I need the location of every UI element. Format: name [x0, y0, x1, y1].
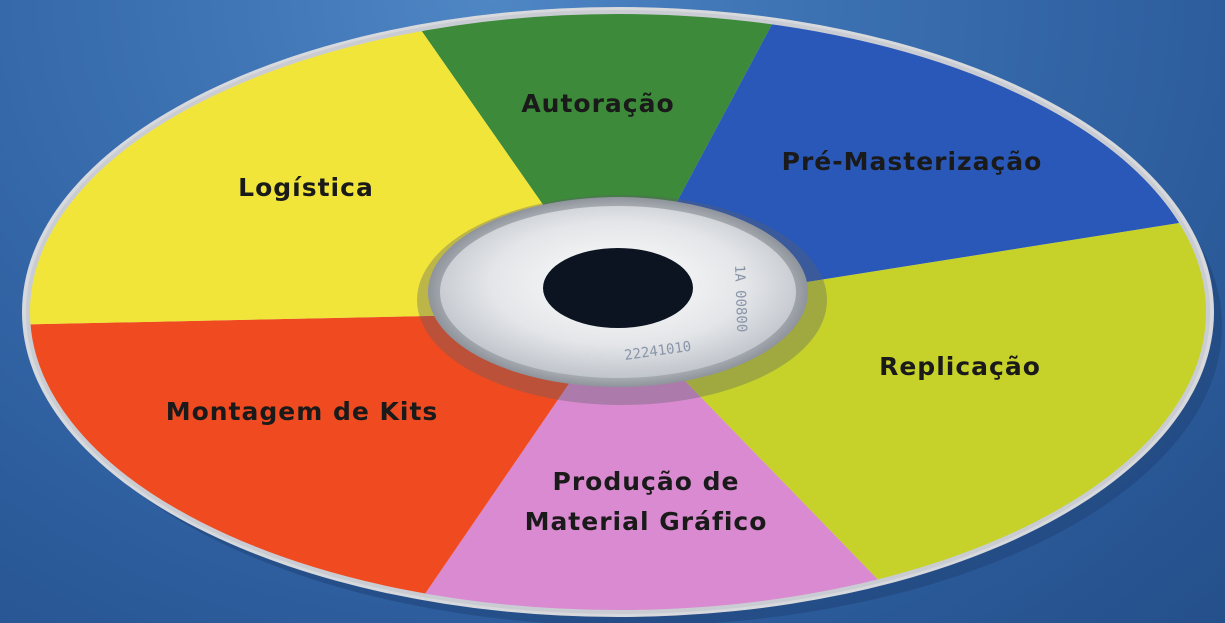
segment-autoracao — [400, 12, 785, 312]
label-autoracao: Autoração — [521, 89, 674, 118]
label-producao-line2: Material Gráfico — [525, 507, 768, 536]
disc-edge — [26, 10, 1210, 614]
label-producao-line1: Produção de — [553, 467, 740, 496]
hub-hole — [543, 248, 693, 328]
label-logistica: Logística — [238, 173, 374, 202]
hub-code-right: 1A 00800 — [731, 265, 749, 333]
label-replicacao: Replicação — [879, 352, 1041, 381]
label-pre-masterizacao: Pré-Masterização — [782, 147, 1043, 176]
label-montagem: Montagem de Kits — [166, 397, 439, 426]
segment-producao — [405, 312, 920, 612]
